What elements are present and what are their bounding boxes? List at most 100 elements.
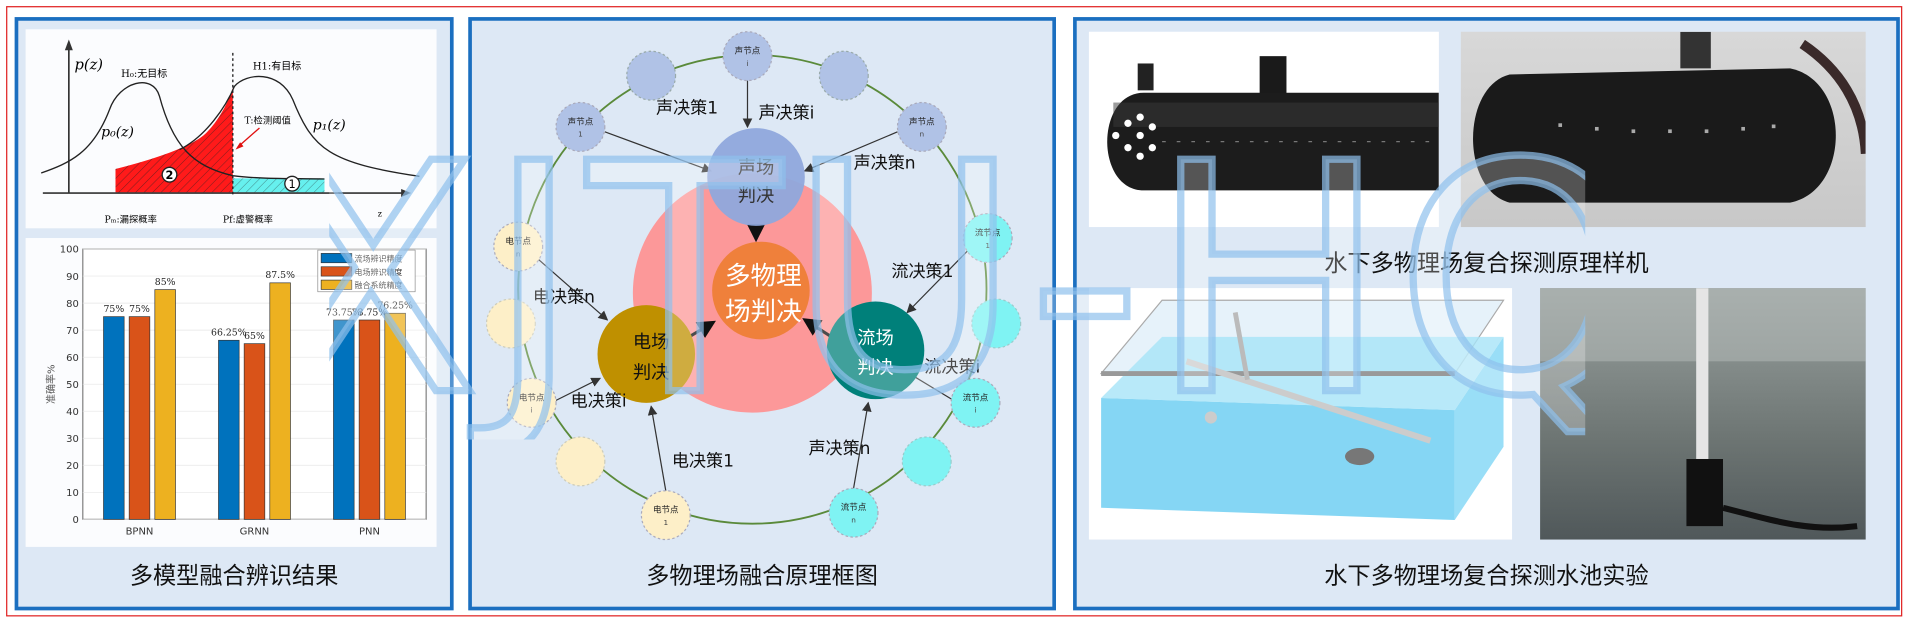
bar-value-label: 65%	[245, 330, 266, 341]
panel-caption: 多模型融合辨识结果	[129, 562, 339, 590]
y-tick-label: 40	[67, 406, 80, 417]
flow-decision: 流场 判决	[826, 301, 925, 400]
svg-text:i: i	[531, 406, 533, 415]
bar-value-label: 75%	[130, 303, 151, 314]
svg-text:电节点: 电节点	[653, 504, 679, 516]
region-2-label: 2	[166, 168, 174, 182]
electric-decision: 电场 判决	[597, 305, 696, 403]
outer-frame	[6, 6, 1903, 617]
bar-value-label: 73.75%	[352, 307, 388, 318]
svg-text:电节点: 电节点	[519, 391, 545, 403]
svg-text:声节点: 声节点	[735, 45, 761, 57]
bar-value-label: 75%	[104, 303, 125, 314]
y-tick-label: 10	[67, 487, 80, 498]
sensor-node-electric-1: 电节点 1	[640, 490, 691, 541]
multiphysics-decision: 多物理 场判决	[712, 241, 810, 340]
svg-text:判决: 判决	[633, 362, 670, 383]
h0-label: H₀:无目标	[122, 68, 168, 80]
miss-probability-label: Pₘ:漏探概率	[105, 214, 157, 226]
svg-text:流节点: 流节点	[975, 227, 1001, 239]
svg-text:电节点: 电节点	[505, 235, 531, 247]
edge-label-acoustic-n: 声决策n	[854, 153, 916, 173]
sensor-node-flow-i: 流节点 i	[950, 377, 1001, 428]
edge-label-flow-n: 声决策n	[808, 439, 870, 459]
svg-text:1: 1	[985, 241, 990, 250]
panel-caption: 多物理场融合原理框图	[646, 562, 878, 590]
edge-label-electric-1: 电决策1	[672, 451, 734, 471]
svg-text:声节点: 声节点	[909, 116, 935, 128]
bar-bpnn-series-1	[129, 315, 151, 520]
y-tick-label: 50	[67, 379, 80, 390]
y-tick-label: 0	[73, 514, 79, 525]
x-tick-label: PNN	[359, 526, 380, 537]
bar-value-label: 66.25%	[212, 327, 248, 338]
svg-text:流场: 流场	[857, 328, 894, 349]
region-1-label: 1	[289, 177, 296, 191]
svg-text:n: n	[851, 515, 856, 524]
legend-swatch	[321, 252, 353, 263]
bar-grnn-series-0	[218, 339, 240, 520]
x-axis-label: z	[378, 210, 382, 219]
y-tick-label: 100	[60, 244, 79, 255]
threshold-label: T:检测阈值	[245, 115, 291, 127]
y-axis-label: p(z)	[75, 57, 104, 74]
bar-grnn-series-1	[244, 342, 266, 520]
bar-pnn-series-0	[333, 319, 355, 520]
blank-nodes	[485, 50, 1022, 487]
svg-text:i: i	[974, 406, 976, 415]
svg-text:判决: 判决	[738, 185, 775, 206]
y-tick-label: 60	[67, 352, 80, 363]
svg-text:XJTU-HQ: XJTU-HQ	[329, 110, 1585, 440]
bar-pnn-series-2	[384, 312, 407, 520]
watermark: XJTU-HQ	[329, 110, 1585, 440]
bar-value-label: 85%	[155, 276, 176, 287]
legend-swatch	[321, 279, 353, 290]
svg-text:1: 1	[663, 518, 668, 527]
sensor-node-acoustic-i: 声节点 i	[722, 31, 773, 82]
svg-text:n: n	[516, 249, 521, 258]
svg-text:声节点: 声节点	[568, 116, 594, 128]
pool-experiment-photo	[1540, 288, 1866, 540]
svg-text:1: 1	[578, 130, 583, 139]
y-axis-label: 准确率%	[45, 364, 58, 404]
edge-label-electric-n: 电决策n	[533, 288, 595, 308]
legend-swatch	[321, 265, 353, 276]
pool-render-image	[1088, 288, 1513, 540]
legend-label: 电场辨识精度	[355, 266, 403, 276]
y-tick-label: 90	[67, 271, 80, 282]
svg-text:流节点: 流节点	[841, 501, 867, 513]
prototype-caption: 水下多物理场复合探测原理样机	[1324, 250, 1649, 278]
detection-threshold-plot: 2 1 p(z) H₀:无目标 H1:有目标 p₀(z) p₁(z) T:检测阈…	[41, 40, 421, 226]
svg-text:i: i	[746, 59, 748, 68]
x-tick-label: BPNN	[126, 526, 154, 537]
svg-text:电场: 电场	[633, 332, 670, 353]
false-alarm-label: Pf:虚警概率	[223, 214, 273, 226]
p0-label: p₀(z)	[102, 125, 135, 141]
p1-curve	[179, 76, 421, 178]
y-tick-label: 70	[67, 325, 80, 336]
y-tick-label: 80	[67, 298, 80, 309]
sensor-node-acoustic-n: 声节点 n	[896, 101, 947, 152]
svg-text:流节点: 流节点	[963, 391, 989, 403]
prototype-photo	[1460, 31, 1866, 228]
svg-text:场判决: 场判决	[725, 297, 802, 327]
sensor-node-flow-n: 流节点 n	[828, 487, 879, 538]
experiment-caption: 水下多物理场复合探测水池实验	[1324, 562, 1649, 590]
edge-label-electric-i: 电决策i	[571, 391, 627, 411]
edge-label-flow-1: 流决策1	[891, 262, 953, 282]
x-tick-label: GRNN	[240, 526, 270, 537]
p0-curve	[41, 82, 325, 181]
legend-label: 流场辨识精度	[355, 253, 403, 263]
edge-label-acoustic-i: 声决策i	[758, 103, 814, 123]
p1-label: p₁(z)	[313, 118, 346, 134]
svg-text:多物理: 多物理	[725, 261, 802, 291]
edge-label-acoustic-1: 声决策1	[656, 99, 718, 119]
bar-value-label: 76.25%	[378, 300, 414, 311]
svg-text:n: n	[920, 130, 925, 139]
acoustic-decision: 声场 判决	[707, 128, 805, 226]
bar-grnn-series-2	[269, 282, 292, 520]
bar-bpnn-series-2	[154, 288, 177, 520]
y-tick-label: 20	[67, 460, 80, 471]
svg-text:判决: 判决	[857, 358, 894, 379]
